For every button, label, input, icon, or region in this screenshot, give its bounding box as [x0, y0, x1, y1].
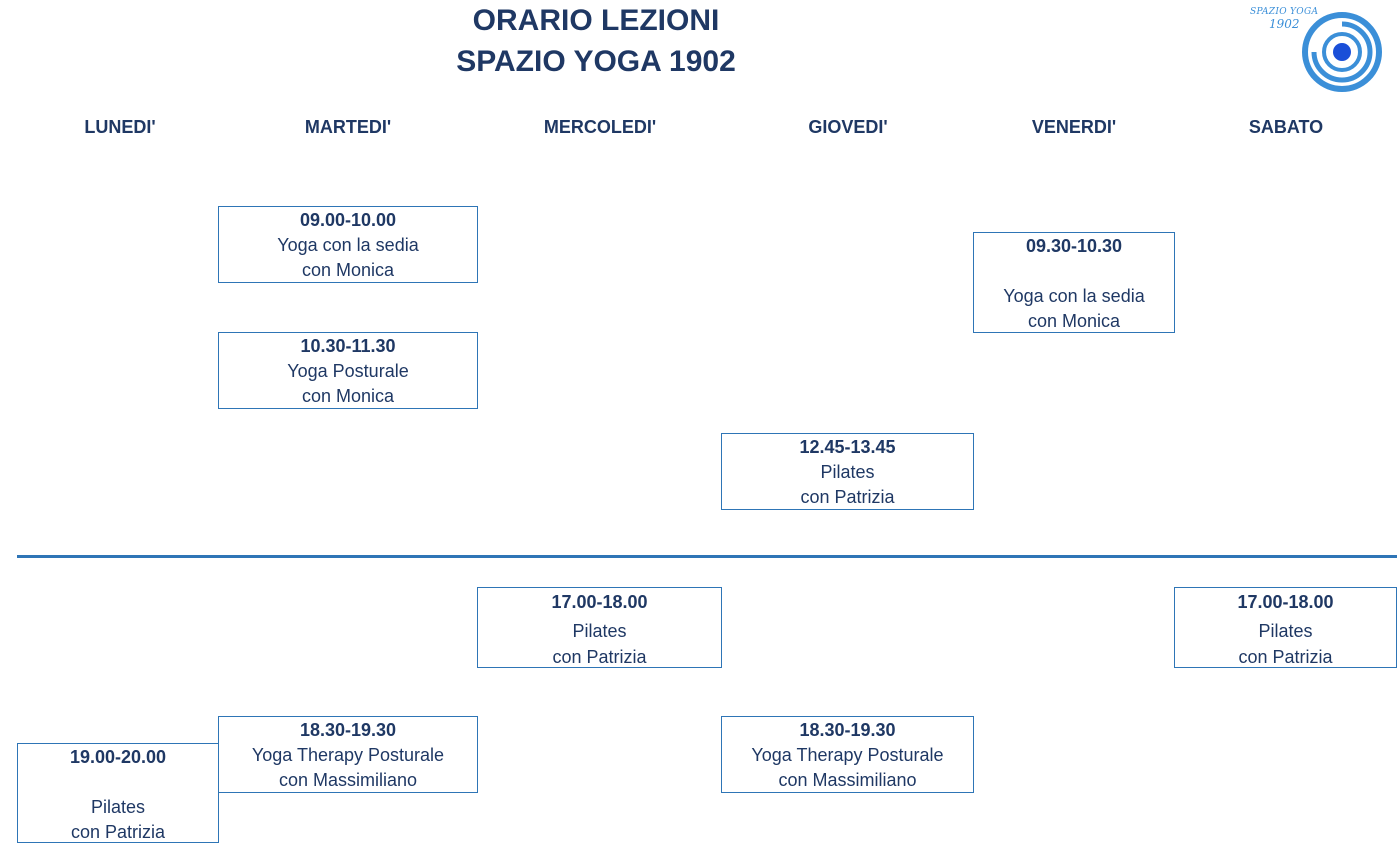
class-teacher: con Monica	[301, 260, 395, 280]
class-time: 19.00-20.00	[69, 747, 167, 767]
class-time: 18.30-19.30	[799, 720, 896, 740]
day-header-giovedi: GIOVEDI'	[808, 117, 888, 137]
class-slot: 10.30-11.30 Yoga Posturale con Monica	[218, 332, 478, 409]
class-name: Yoga con la sedia	[1003, 286, 1145, 306]
class-slot: 09.00-10.00 Yoga con la sedia con Monica	[218, 206, 478, 283]
page-subtitle: SPAZIO YOGA 1902	[456, 45, 736, 78]
class-name: Yoga Posturale	[287, 361, 409, 381]
class-name: Yoga Therapy Posturale	[251, 745, 445, 765]
spazio-yoga-logo: SPAZIO YOGA 1902	[1244, 2, 1394, 97]
class-name: Yoga Therapy Posturale	[751, 745, 944, 765]
class-slot: 18.30-19.30 Yoga Therapy Posturale con M…	[218, 716, 478, 793]
day-header-lunedi: LUNEDI'	[84, 117, 156, 137]
class-time: 09.30-10.30	[1025, 236, 1123, 256]
class-slot: 12.45-13.45 Pilates con Patrizia	[721, 433, 974, 510]
logo-text-name: SPAZIO YOGA	[1250, 7, 1319, 17]
class-name: Pilates	[820, 462, 875, 482]
page-title: ORARIO LEZIONI	[472, 4, 720, 37]
class-teacher: con Monica	[301, 386, 395, 406]
class-time: 17.00-18.00	[1237, 592, 1334, 612]
morning-afternoon-divider	[17, 555, 1397, 558]
class-slot: 19.00-20.00 Pilates con Patrizia	[17, 743, 219, 843]
day-header-mercoledi: MERCOLEDI'	[543, 117, 657, 137]
logo-text-year: 1902	[1269, 17, 1300, 31]
class-time: 12.45-13.45	[799, 437, 896, 457]
class-name: Yoga con la sedia	[277, 235, 419, 255]
class-name: Pilates	[1258, 621, 1313, 641]
spiral-logo-icon	[1302, 12, 1382, 92]
class-teacher: con Patrizia	[70, 822, 166, 842]
class-slot: 18.30-19.30 Yoga Therapy Posturale con M…	[721, 716, 974, 793]
class-teacher: con Massimiliano	[278, 770, 418, 790]
class-time: 09.00-10.00	[299, 210, 397, 230]
class-teacher: con Patrizia	[552, 647, 647, 667]
class-slot: 17.00-18.00 Pilates con Patrizia	[477, 587, 722, 668]
class-time: 10.30-11.30	[300, 336, 396, 356]
class-teacher: con Patrizia	[1238, 647, 1333, 667]
class-name: Pilates	[572, 621, 627, 641]
day-header-sabato: SABATO	[1248, 117, 1324, 137]
class-teacher: con Monica	[1027, 311, 1121, 331]
class-time: 18.30-19.30	[299, 720, 397, 740]
day-header-martedi: MARTEDI'	[304, 117, 392, 137]
day-header-venerdi: VENERDI'	[1031, 117, 1117, 137]
class-slot: 17.00-18.00 Pilates con Patrizia	[1174, 587, 1397, 668]
class-teacher: con Massimiliano	[778, 770, 917, 790]
class-name: Pilates	[90, 797, 146, 817]
class-slot: 09.30-10.30 Yoga con la sedia con Monica	[973, 232, 1175, 333]
class-teacher: con Patrizia	[800, 487, 895, 507]
class-time: 17.00-18.00	[551, 592, 648, 612]
